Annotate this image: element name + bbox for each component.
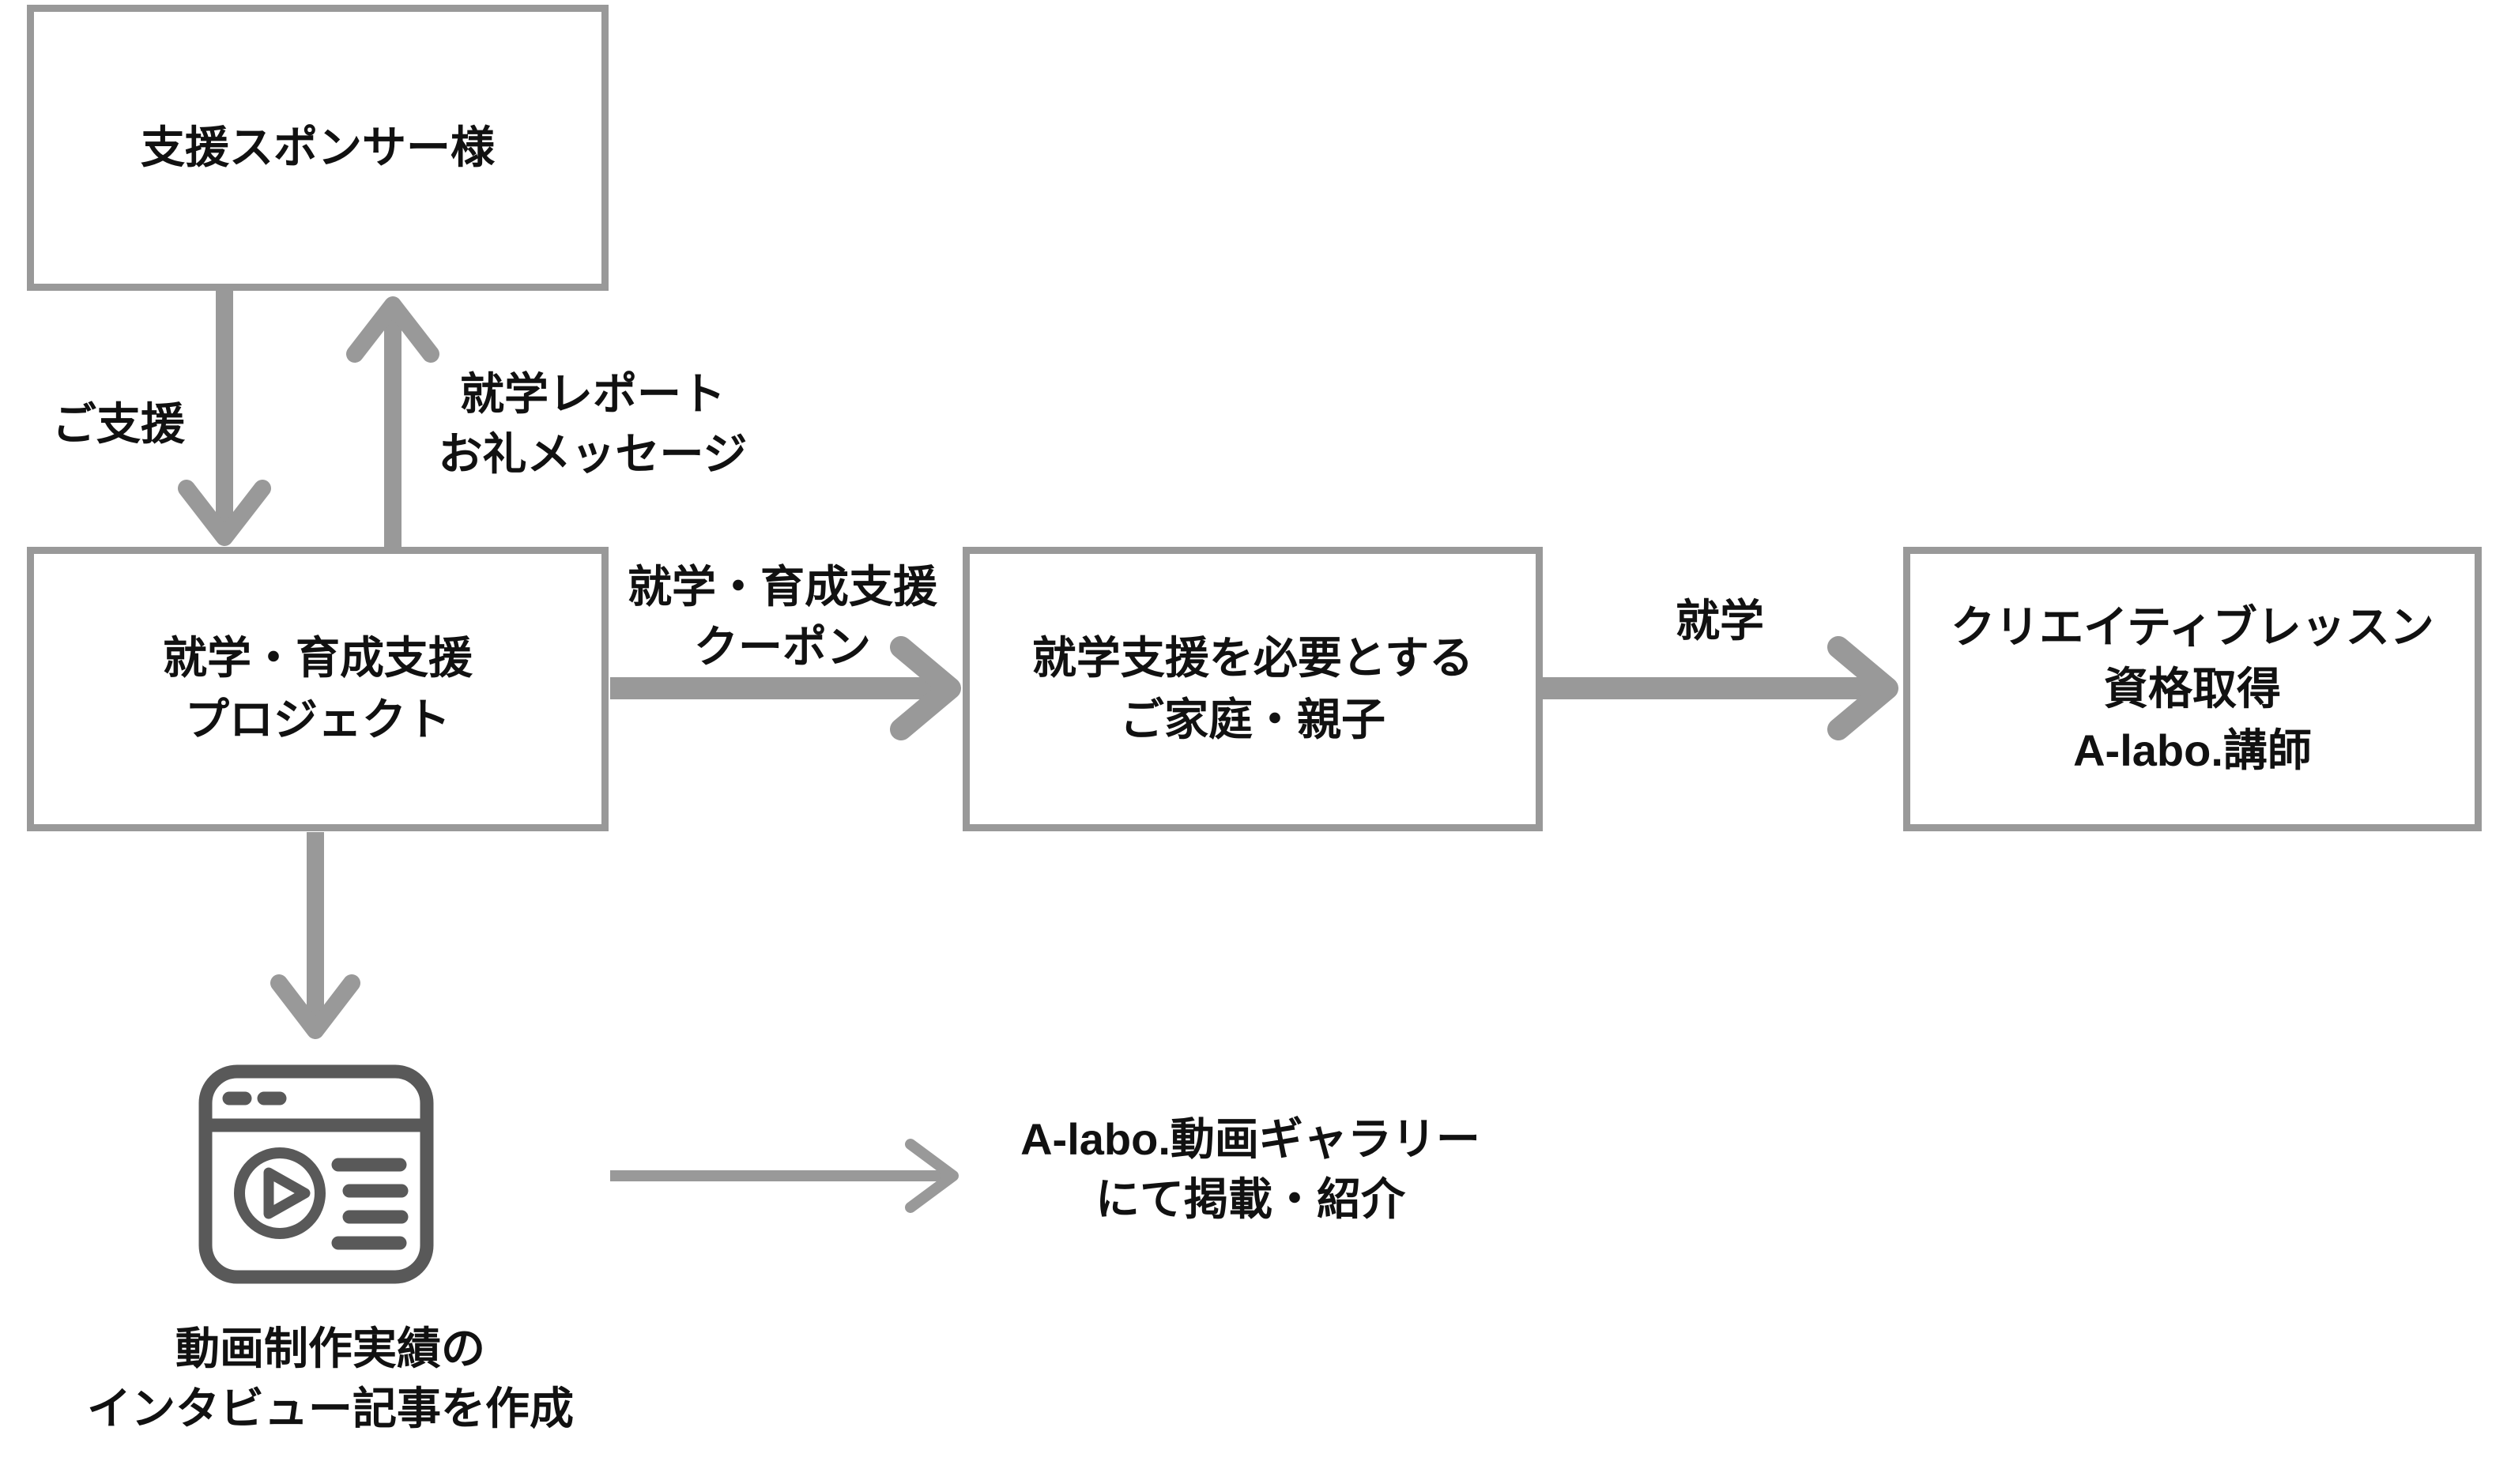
video-article-arrow [270,832,360,1039]
lesson-box-label-line1: クリエイティブレッスン [1951,602,2434,652]
support-arrow-label: ご支援 [52,394,185,454]
lesson-box: クリエイティブレッスン 資格取得 A-labo.講師 [1903,547,2482,831]
lesson-box-label-line3: A-labo.講師 [2073,725,2312,775]
sponsor-box: 支援スポンサー様 [27,5,609,291]
project-box-label-line1: 就学・育成支援 [163,633,473,683]
video-browser-icon [198,1064,434,1284]
report-arrow-label: 就学レポート お礼メッセージ [439,364,748,484]
enrollment-arrow-label-line1: 就学 [1676,596,1764,646]
video-article-note-line2: インタビュー記事を作成 [87,1384,574,1433]
coupon-arrow [610,636,961,740]
lesson-box-label-line2: 資格取得 [2104,664,2281,714]
report-arrow [346,296,439,547]
support-arrow [178,291,271,546]
family-box: 就学支援を必要とする ご家庭・親子 [963,547,1543,831]
enrollment-arrow-label: 就学 [1676,591,1764,651]
project-box-label-line2: プロジェクト [185,695,451,744]
play-circle-icon [234,1147,326,1239]
report-arrow-label-line2: お礼メッセージ [438,429,748,479]
gallery-arrow [610,1139,959,1213]
support-arrow-label-line1: ご支援 [52,399,185,449]
video-article-note: 動画制作実績の インタビュー記事を作成 [87,1319,574,1439]
play-triangle-icon [263,1167,311,1219]
enrollment-arrow [1543,636,1898,740]
video-article-note-line1: 動画制作実績の [175,1324,485,1373]
gallery-note-line2: にて掲載・紹介 [1095,1174,1405,1224]
coupon-arrow-label-line2: クーポン [694,622,871,672]
coupon-arrow-label-line1: 就学・育成支援 [628,562,937,612]
gallery-note-line1: A-labo.動画ギャラリー [1020,1114,1480,1164]
project-box: 就学・育成支援 プロジェクト [27,547,609,831]
family-box-label-line2: ご家庭・親子 [1120,695,1385,744]
sponsor-box-label: 支援スポンサー様 [141,122,495,172]
coupon-arrow-label: 就学・育成支援 クーポン [628,557,937,677]
report-arrow-label-line1: 就学レポート [459,369,726,419]
family-box-label-line1: 就学支援を必要とする [1031,633,1474,683]
gallery-note: A-labo.動画ギャラリー にて掲載・紹介 [1020,1109,1480,1230]
